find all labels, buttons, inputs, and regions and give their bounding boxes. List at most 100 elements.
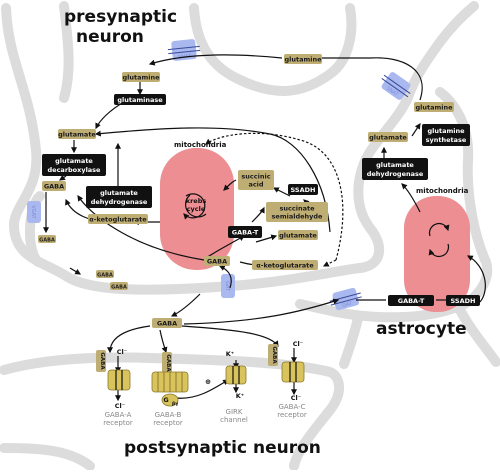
glutamate-mito: glutamate: [279, 232, 317, 240]
gaba-a-cl-out: Cl⁻: [115, 402, 125, 410]
neuron-title: neuron: [76, 27, 144, 47]
gad-2: decarboxylase: [48, 166, 102, 174]
succinate-semialdehyde-1: succinate: [280, 205, 316, 213]
vgat-label: VGAT: [30, 205, 36, 219]
arrow-gaba-to-gaba-pre: [77, 195, 205, 261]
gaba-c-name-1: GABA-C: [278, 403, 305, 411]
presynaptic-membrane: [1, 1, 479, 295]
arrow-gat-reuptake: [218, 265, 232, 289]
gaba-a-receptor: GABA Cl⁻ Cl⁻ GABA-A receptor: [96, 348, 133, 427]
gaba-b-receptor: GABA G βγ GABA-B receptor: [151, 352, 189, 427]
gdh-astro-2: dehydrogenase: [367, 170, 424, 178]
succinate-semialdehyde-2: semialdehyde: [272, 213, 323, 221]
arrow-gabat-to-ssa: [251, 206, 265, 223]
glutamine-synthetase-2: synthetase: [426, 136, 467, 144]
krebs-label-2: cycle: [187, 205, 206, 213]
arrow-glutamine-import: [148, 54, 283, 66]
gaba-b-ligand: GABA: [165, 354, 171, 372]
astro-cycle-arrow-1: [428, 222, 450, 237]
arrow-release-to-cleft: [170, 293, 201, 317]
arrow-synthetase-to-glutamine: [411, 123, 421, 137]
gaba-c-cl-in: Cl⁻: [293, 340, 303, 348]
enzymes: glutaminase glutamate decarboxylase glut…: [42, 94, 480, 306]
arrow-glutaminase-to-glutamate: [95, 101, 125, 130]
presynaptic-title: presynaptic: [64, 7, 177, 27]
succinic-acid-2: acid: [248, 181, 263, 189]
arrow-astro-glutamine-export: [308, 55, 423, 101]
glutamate-astro: glutamate: [369, 134, 407, 142]
arrow-ssadh-to-astro-mito: [466, 255, 486, 303]
astrocyte-title: astrocyte: [376, 319, 467, 339]
gdh-astro-1: glutamate: [376, 161, 414, 169]
pathway-arrows: [43, 54, 486, 402]
astrocyte-membrane: [295, 87, 500, 369]
astrocyte-mitochondrion: [404, 196, 470, 312]
arrow-glutamate-to-glutamate-pre: [94, 127, 331, 233]
krebs-arrow-1: [183, 193, 206, 220]
gdh-pre-2: dehydrogenase: [91, 198, 148, 206]
girk-name-2: channel: [220, 416, 248, 424]
girk-k-out: K⁺: [236, 392, 244, 400]
arrow-cleft-to-gaba-a: [107, 325, 151, 354]
gaba-c-ligand: GABA: [271, 346, 277, 364]
gaba-pre: GABA: [44, 183, 64, 191]
gaba-terminal: GABA: [207, 258, 227, 266]
arrow-ssadh-to-succinic: [272, 187, 291, 197]
arrow-akg-to-krebs-dashed: [205, 132, 344, 261]
krebs-label-1: krebs: [186, 197, 207, 205]
gat-pre-label: GAT: [224, 281, 230, 292]
gaba-a-name-2: receptor: [103, 419, 133, 427]
vgat-transporter: VGAT: [27, 201, 41, 223]
arrow-gabat-to-glutamate: [255, 234, 278, 243]
girk-activation-sign: ⊕: [205, 378, 211, 386]
gaba-b-name-2: receptor: [153, 419, 183, 427]
astrocyte-cycle-icon: [428, 222, 450, 258]
gaba-b-protein-sub: βγ: [172, 401, 178, 407]
arrow-gad-to-gaba: [59, 174, 67, 181]
arrow-vesicle-release: [69, 267, 82, 275]
gaba-c-cl-out: Cl⁻: [291, 394, 301, 402]
snat-presynaptic-transporter: SNAT: [167, 39, 201, 61]
glutamate-pre: glutamate: [58, 131, 96, 139]
gaba-a-name-1: GABA-A: [105, 411, 132, 419]
ssadh-pre: SSADH: [291, 186, 316, 194]
alpha-kg-pre: α-ketoglutarate: [89, 216, 147, 224]
girk-k-in: K⁺: [226, 350, 234, 358]
neck-membrane-right: [189, 3, 357, 97]
postsynaptic-title: postsynaptic neuron: [124, 438, 321, 458]
gaba-b-protein: G: [163, 396, 168, 404]
gaba-b-name-1: GABA-B: [155, 411, 182, 419]
gat-presynaptic-transporter: GAT: [221, 274, 235, 298]
glutamine-pre: glutamine: [122, 74, 160, 82]
molecules: glutamine glutamine glutamate GABA GABA …: [38, 54, 454, 328]
vesicle-membrane: [24, 191, 45, 267]
alpha-kg-mito: α-ketoglutarate: [256, 262, 314, 270]
succinic-acid-1: succinic: [241, 173, 270, 181]
gat-astro-label: GAT: [342, 300, 354, 309]
neck-membrane-left: [59, 1, 74, 103]
gaba-a-cl-in: Cl⁻: [117, 348, 127, 356]
gad-1: glutamate: [55, 157, 93, 165]
gaba-vesicle: GABA: [39, 238, 55, 244]
glutaminase: glutaminase: [117, 96, 163, 104]
gaba-cleft: GABA: [157, 320, 177, 328]
gaba-cleft-2: GABA: [111, 285, 127, 291]
arrow-mito-to-gdh: [401, 183, 421, 213]
girk-name-1: GIRK: [226, 408, 243, 416]
gaba-a-ligand: GABA: [99, 352, 105, 370]
gaba-c-receptor: GABA Cl⁻ Cl⁻ GABA-C receptor: [268, 340, 307, 419]
astrocyte-mito-label: mitochondria: [416, 187, 469, 195]
arrow-cleft-to-gaba-c: [181, 325, 279, 347]
gaba-t-astro: GABA-T: [398, 297, 425, 305]
arrow-gbg-to-girk: [175, 379, 230, 399]
presynaptic-mitochondrion: [160, 148, 234, 270]
astro-cycle-arrow-2: [428, 243, 450, 258]
arrow-dashed-akg-end: [322, 259, 337, 267]
presynaptic-mito-label: mitochondria: [174, 141, 227, 149]
gaba-cleft-1: GABA: [97, 273, 113, 279]
ssadh-astro: SSADH: [451, 297, 476, 305]
gaba-c-name-2: receptor: [277, 411, 307, 419]
glutamine-top: glutamine: [284, 56, 322, 64]
